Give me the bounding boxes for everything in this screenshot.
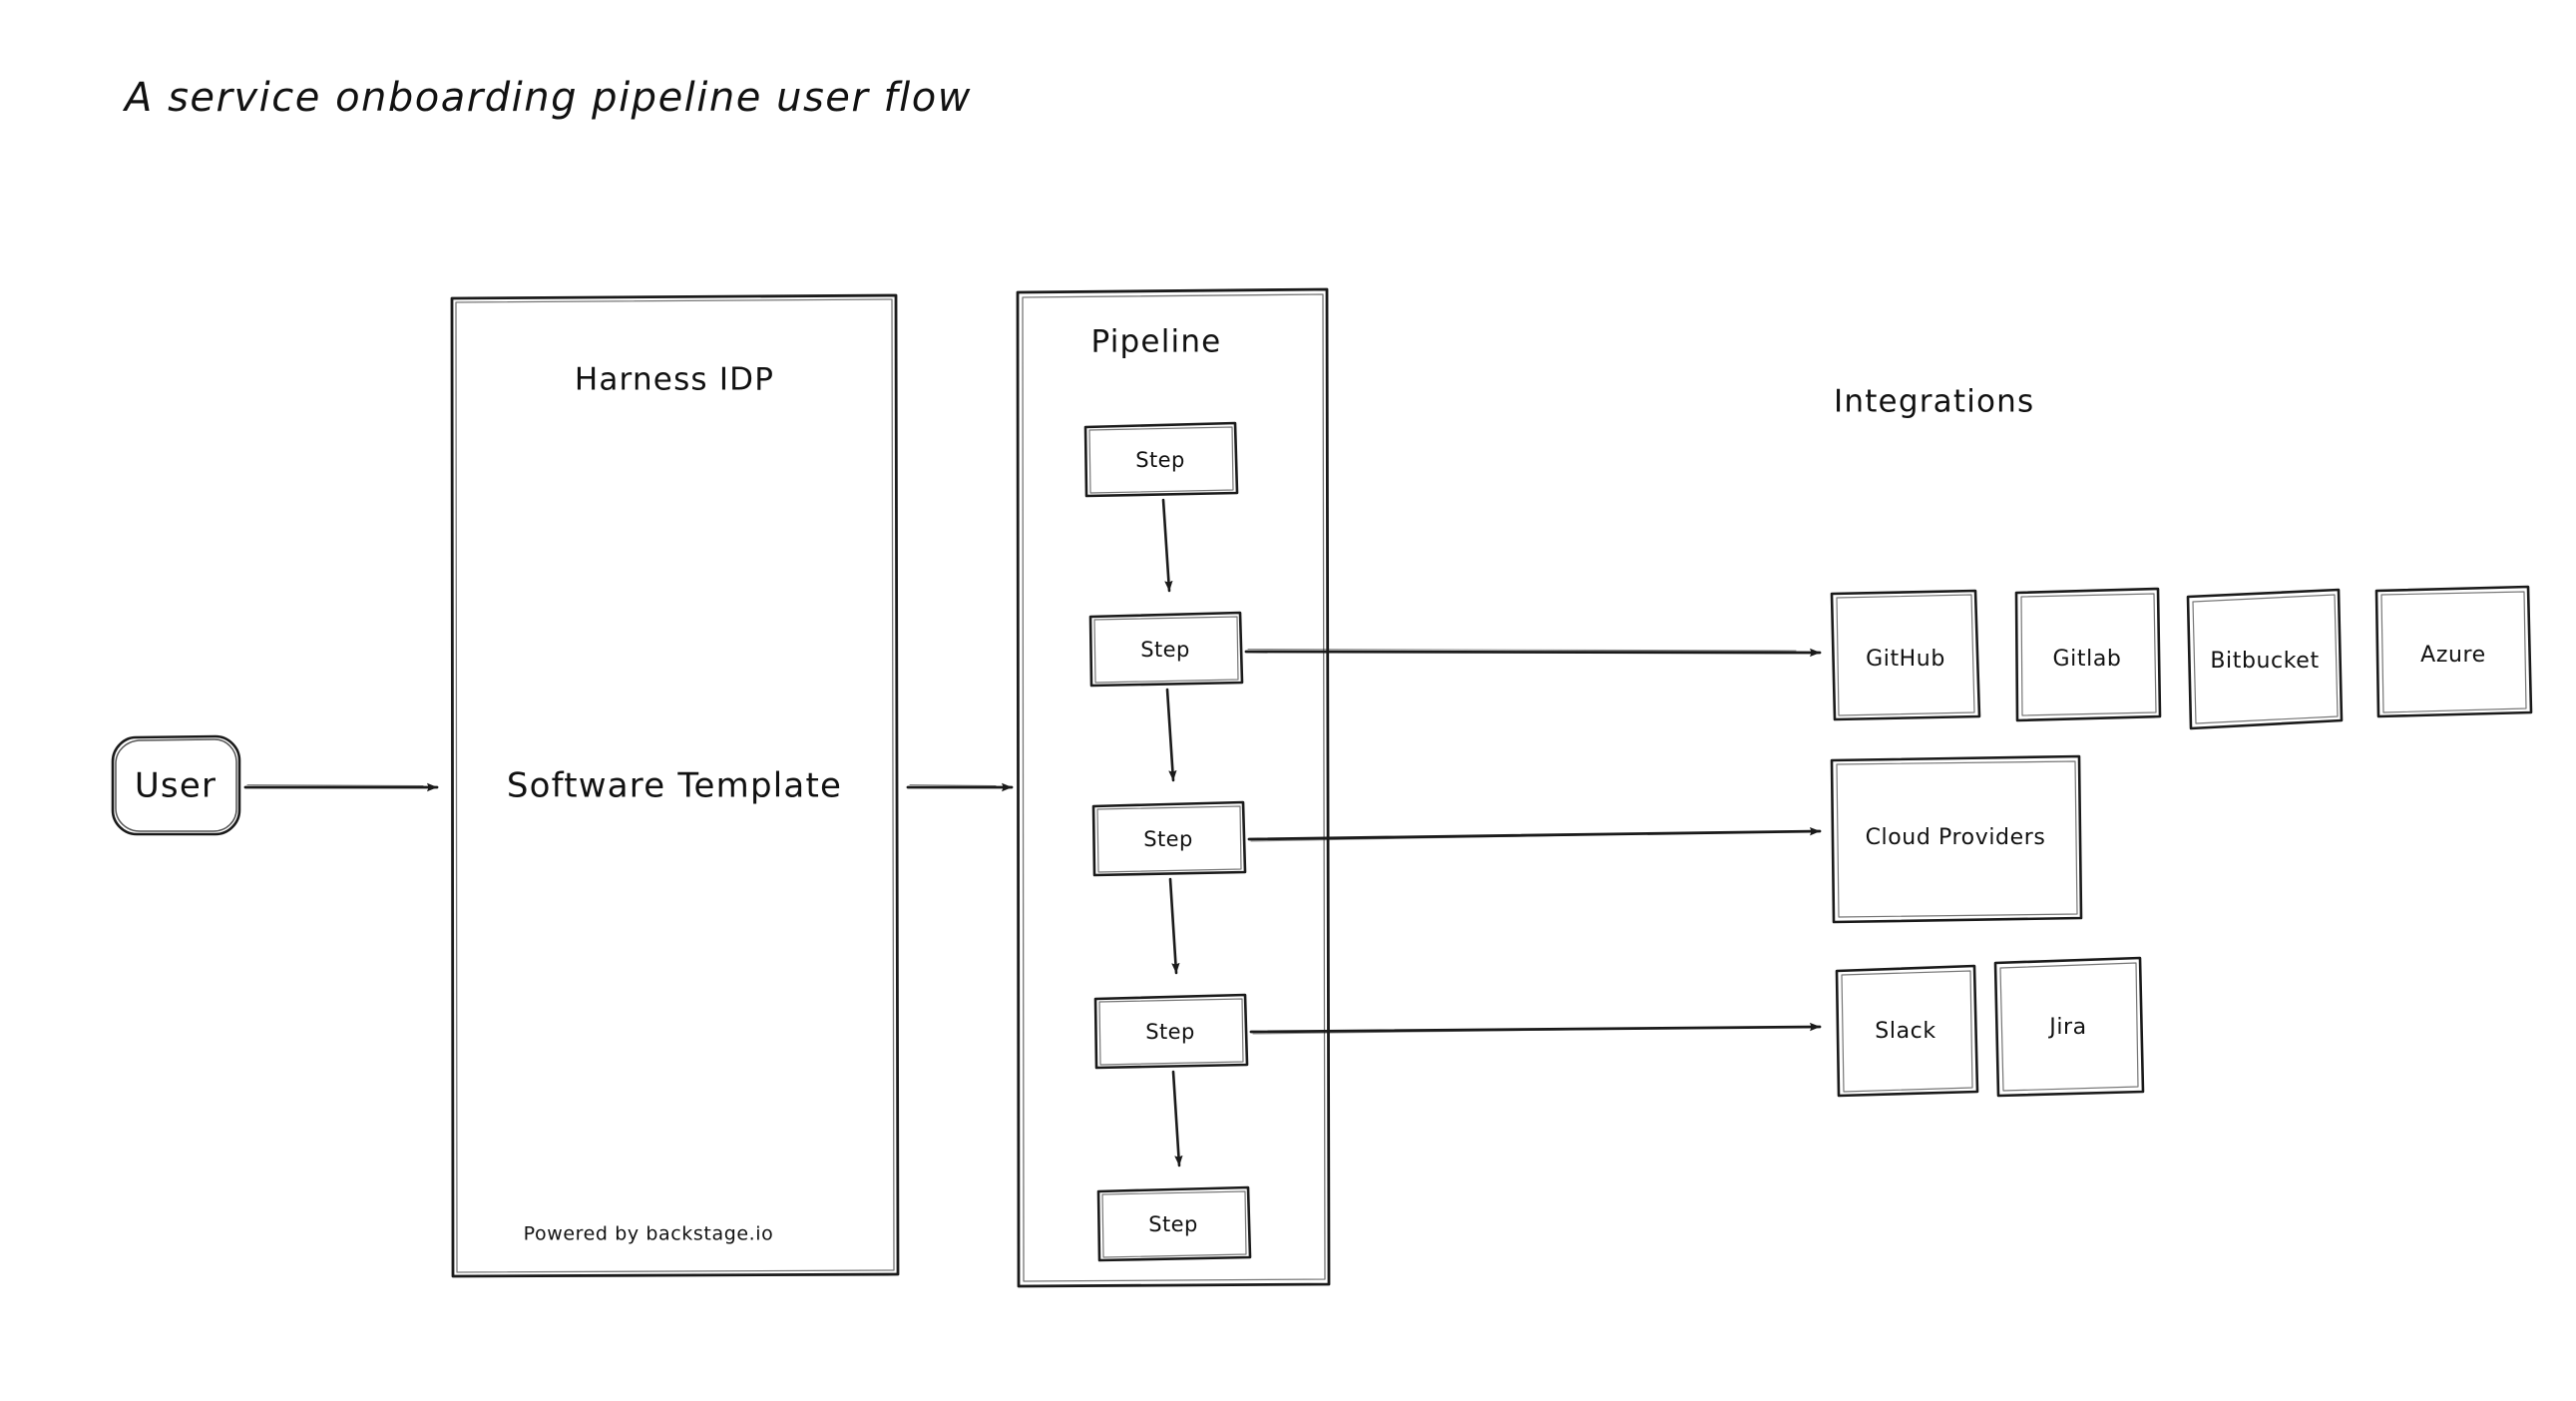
gitlab-outline xyxy=(2014,587,2162,722)
node-step-3[interactable]: Step xyxy=(1091,800,1247,877)
step3-fill xyxy=(1092,802,1244,875)
node-azure[interactable]: Azure xyxy=(2374,585,2533,718)
step1-fill xyxy=(1084,423,1236,496)
azure-fill xyxy=(2377,587,2529,714)
jira-outline-sketch xyxy=(1999,962,2139,1092)
jira-label: Jira xyxy=(2047,1015,2087,1040)
step2-label: Step xyxy=(1140,638,1189,662)
github-outline xyxy=(1830,589,1981,721)
container-pipeline[interactable]: Pipeline Step Step Step xyxy=(1016,287,1331,1288)
node-step-4[interactable]: Step xyxy=(1093,993,1249,1070)
software-template-label: Software Template xyxy=(507,766,842,806)
idp-box-outline-sketch xyxy=(455,298,895,1273)
step2-outline xyxy=(1088,611,1244,688)
slack-outline-sketch xyxy=(1841,970,1973,1093)
step5-outline-sketch xyxy=(1101,1190,1247,1258)
node-bitbucket[interactable]: Bitbucket xyxy=(2186,588,2344,730)
bitbucket-fill xyxy=(2190,590,2340,723)
page-title: A service onboarding pipeline user flow xyxy=(122,75,972,121)
step3-outline-sketch xyxy=(1096,805,1242,873)
azure-outline xyxy=(2374,585,2533,718)
arrow-step2-step3 xyxy=(1165,688,1177,782)
github-fill xyxy=(1831,591,1978,718)
gitlab-outline-sketch xyxy=(2020,593,2157,716)
node-cloud-providers[interactable]: Cloud Providers xyxy=(1830,754,2083,924)
node-github[interactable]: GitHub xyxy=(1830,589,1981,721)
arrow-step1-step2 xyxy=(1161,498,1173,593)
slack-fill xyxy=(1836,966,1975,1096)
step1-label: Step xyxy=(1135,448,1184,472)
step5-outline xyxy=(1096,1185,1252,1262)
step5-fill xyxy=(1097,1187,1249,1260)
node-step-2[interactable]: Step xyxy=(1088,611,1244,688)
node-gitlab[interactable]: Gitlab xyxy=(2014,587,2162,722)
idp-title: Harness IDP xyxy=(575,362,774,398)
cloud-providers-fill xyxy=(1831,756,2080,922)
arrow-step2-to-github xyxy=(1244,648,1822,658)
bitbucket-outline xyxy=(2186,588,2344,730)
step4-label: Step xyxy=(1145,1020,1194,1044)
step2-outline-sketch xyxy=(1093,616,1239,684)
jira-fill xyxy=(1995,958,2141,1096)
step5-label: Step xyxy=(1148,1212,1197,1236)
backstage-credit-label: Powered by backstage.io xyxy=(524,1223,774,1245)
user-label: User xyxy=(135,766,216,806)
slack-outline xyxy=(1835,964,1979,1098)
node-user[interactable]: User xyxy=(111,734,241,836)
cloud-providers-outline xyxy=(1830,754,2083,924)
step1-outline xyxy=(1083,421,1239,498)
step4-outline xyxy=(1093,993,1249,1070)
pipeline-box-outline-sketch xyxy=(1022,293,1326,1282)
node-step-5[interactable]: Step xyxy=(1096,1185,1252,1262)
node-slack[interactable]: Slack xyxy=(1835,964,1979,1098)
jira-outline xyxy=(1993,956,2145,1098)
idp-box-fill xyxy=(451,295,898,1276)
user-box-outline xyxy=(111,734,241,836)
cloud-providers-outline-sketch xyxy=(1836,760,2078,918)
arrow-user-to-template xyxy=(243,782,439,792)
arrow-step3-to-cloud-providers xyxy=(1247,826,1822,842)
arrow-step3-step4 xyxy=(1168,877,1180,975)
cloud-providers-label: Cloud Providers xyxy=(1866,825,2046,850)
node-jira[interactable]: Jira xyxy=(1993,956,2145,1098)
step4-outline-sketch xyxy=(1098,998,1244,1066)
github-outline-sketch xyxy=(1836,594,1975,716)
step1-outline-sketch xyxy=(1088,426,1234,494)
azure-label: Azure xyxy=(2420,643,2486,668)
user-box-fill xyxy=(112,736,239,834)
gitlab-fill xyxy=(2015,589,2159,718)
pipeline-box-outline xyxy=(1016,287,1331,1288)
step3-label: Step xyxy=(1143,827,1192,851)
pipeline-title: Pipeline xyxy=(1091,324,1222,360)
slack-label: Slack xyxy=(1875,1019,1935,1044)
integrations-title: Integrations xyxy=(1834,384,2034,420)
step3-outline xyxy=(1091,800,1247,877)
container-harness-idp[interactable]: Harness IDP Software Template Powered by… xyxy=(450,293,900,1278)
arrow-step4-step5 xyxy=(1171,1070,1183,1168)
step4-fill xyxy=(1094,995,1246,1068)
arrow-template-to-pipeline xyxy=(906,782,1014,792)
bitbucket-label: Bitbucket xyxy=(2210,649,2319,674)
idp-box-outline xyxy=(450,293,900,1278)
azure-outline-sketch xyxy=(2380,591,2527,713)
github-label: GitHub xyxy=(1866,647,1945,672)
arrow-step4-to-slack xyxy=(1249,1022,1822,1035)
step2-fill xyxy=(1089,613,1241,686)
node-step-1[interactable]: Step xyxy=(1083,421,1239,498)
gitlab-label: Gitlab xyxy=(2053,647,2122,672)
user-box-outline-sketch xyxy=(115,738,237,832)
bitbucket-outline-sketch xyxy=(2192,594,2339,724)
